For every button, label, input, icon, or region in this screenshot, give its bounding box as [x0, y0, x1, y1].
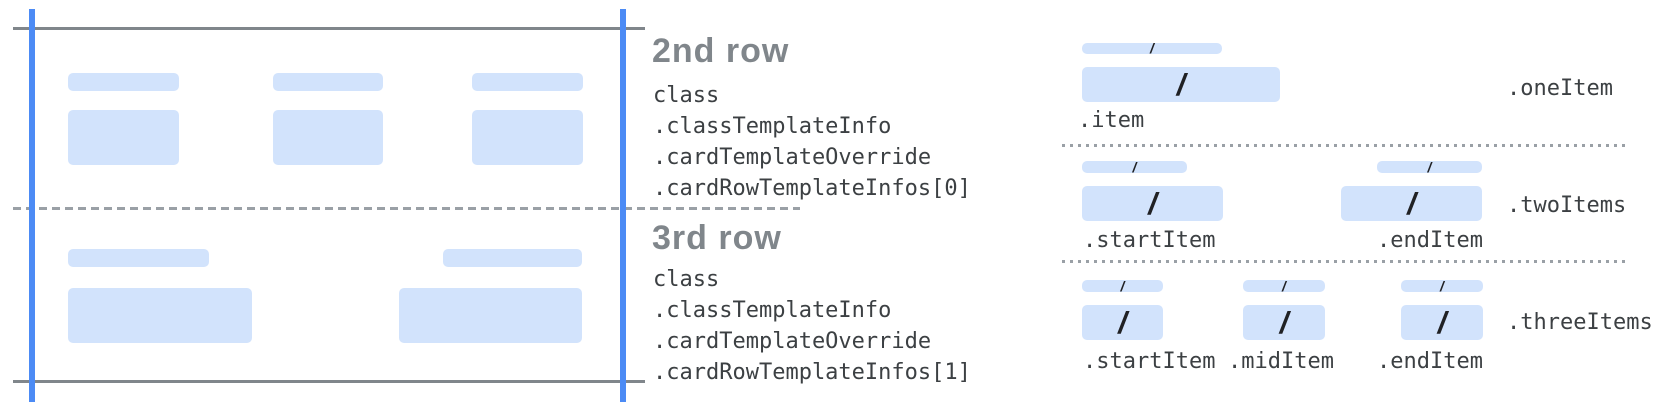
slash-glyph: /	[1407, 185, 1416, 221]
code-path-line: .classTemplateInfo	[653, 298, 892, 323]
code-path-line: .classTemplateInfo	[653, 114, 892, 139]
item-small-bar: /	[1243, 277, 1325, 294]
item-label: .endItem	[1377, 228, 1483, 253]
section-divider-dotted-line	[1062, 260, 1628, 263]
code-path-line: .cardTemplateOverride	[653, 145, 932, 170]
item-large-bar: /	[1243, 305, 1325, 340]
code-path-line: .cardTemplateOverride	[653, 329, 932, 354]
code-path-line: .cardRowTemplateInfos[1]	[653, 360, 971, 385]
item-small-bar: /	[1401, 277, 1483, 294]
item-small-bar: /	[1082, 158, 1187, 175]
item-small-bar: /	[1082, 40, 1222, 56]
row-heading: 3rd row	[652, 219, 782, 257]
value-placeholder-bar	[68, 288, 252, 343]
row-divider-dashed-line	[13, 207, 800, 210]
code-path-line: class	[653, 83, 720, 108]
slash-glyph: /	[1440, 277, 1444, 294]
item-large-bar: /	[1082, 67, 1280, 102]
item-large-bar: /	[1401, 305, 1483, 340]
card-left-guide-line	[29, 9, 35, 402]
slash-glyph: /	[1437, 304, 1447, 340]
item-small-bar: /	[1377, 158, 1482, 175]
slash-glyph: /	[1118, 304, 1127, 340]
label-placeholder-bar	[68, 73, 179, 91]
slash-glyph: /	[1282, 277, 1286, 294]
value-placeholder-bar	[399, 288, 582, 343]
value-placeholder-bar	[472, 110, 583, 165]
code-path-line: class	[653, 267, 720, 292]
label-placeholder-bar	[443, 249, 582, 267]
item-label: .startItem	[1083, 349, 1216, 374]
item-large-bar: /	[1082, 305, 1163, 340]
card-top-line	[13, 27, 645, 30]
item-large-bar: /	[1341, 186, 1482, 221]
item-label: .midItem	[1228, 349, 1334, 374]
card-bottom-line	[13, 380, 645, 383]
item-small-bar: /	[1082, 277, 1163, 294]
label-placeholder-bar	[68, 249, 209, 267]
item-label: .endItem	[1377, 349, 1483, 374]
layout-name-label: .threeItems	[1507, 310, 1653, 335]
label-placeholder-bar	[273, 73, 383, 91]
slash-glyph: /	[1148, 185, 1157, 221]
slash-glyph: /	[1427, 158, 1432, 175]
slash-glyph: /	[1176, 66, 1186, 102]
card-right-guide-line	[620, 9, 626, 402]
slash-glyph: /	[1279, 304, 1289, 340]
value-placeholder-bar	[273, 110, 383, 165]
row-heading: 2nd row	[652, 32, 790, 70]
label-placeholder-bar	[472, 73, 583, 91]
row-class-path: class .classTemplateInfo .cardTemplateOv…	[653, 264, 971, 388]
slash-glyph: /	[1120, 277, 1125, 294]
layout-name-label: .twoItems	[1507, 193, 1627, 218]
row-class-path: class .classTemplateInfo .cardTemplateOv…	[653, 80, 971, 204]
item-label: .startItem	[1083, 228, 1216, 253]
item-large-bar: /	[1082, 186, 1223, 221]
slash-glyph: /	[1132, 158, 1137, 175]
section-divider-dotted-line	[1062, 144, 1628, 147]
item-label: .item	[1078, 108, 1145, 133]
code-path-line: .cardRowTemplateInfos[0]	[653, 176, 971, 201]
slash-glyph: /	[1150, 40, 1154, 56]
value-placeholder-bar	[68, 110, 179, 165]
layout-name-label: .oneItem	[1507, 76, 1613, 101]
